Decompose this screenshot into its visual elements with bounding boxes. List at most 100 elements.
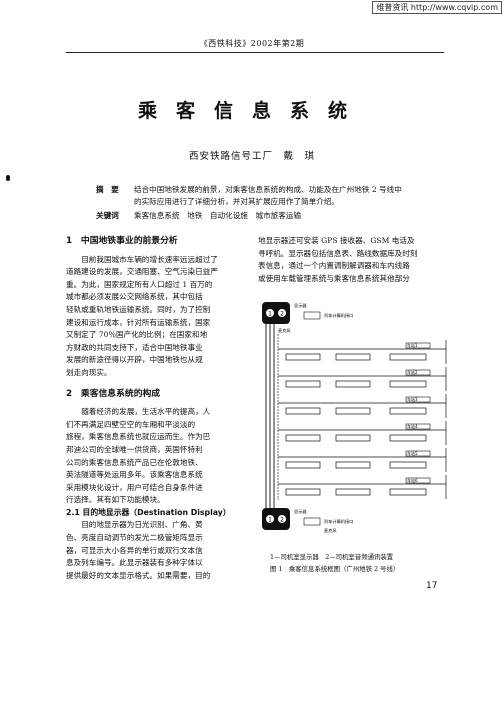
text-line: 城市都必须发展公交网络系统，其中包括: [66, 292, 203, 302]
station-node-box: [405, 450, 431, 457]
equipment-box: [285, 461, 321, 469]
unit-1-number: 1: [268, 311, 272, 318]
figure-caption: 1—司机室显示器 2—司机室音频通讯装置 图 1 乘客信息系统框图（广州地铁 2…: [270, 552, 450, 574]
equipment-box: [285, 488, 321, 496]
equipment-box: [389, 353, 427, 361]
equipment-box: [335, 353, 371, 361]
text-line: 又制定了 70％国产化的比例；在国家和地: [66, 330, 208, 340]
text-line: 目前我国城市车辆的增长速率远远超过了: [81, 254, 218, 264]
text-line: 道路建设的发展，交通阻塞、空气污染日益严: [66, 267, 218, 277]
station-row: 车站6: [278, 475, 447, 499]
equipment-box: [389, 461, 427, 469]
abstract: 摘 要 结合中国地铁发展的前景，对乘客信息系统的构成、功能及在广州地铁 2 号线…: [96, 184, 446, 222]
header-rule: [66, 52, 444, 53]
watermark-label: 维普资讯 http://www.cqvip.com: [372, 1, 502, 14]
station-label: 车站5: [407, 450, 418, 456]
text-line: 划走向现实。: [66, 367, 112, 377]
abstract-line: 结合中国地铁发展的前景，对乘客信息系统的构成、功能及在广州地铁 2 号线中: [134, 185, 402, 194]
mic-label-bottom: 麦克风: [324, 527, 337, 534]
station-node-box: [405, 423, 431, 430]
text-line: 寻呼机。显示器包括信息表、路线数据库及时刻: [258, 248, 418, 258]
text-line: 地显示器还可安装 GPS 接收器、GSM 电话及: [258, 236, 415, 245]
station-node-box: [405, 396, 431, 403]
equipment-box: [285, 434, 321, 442]
text-line: 英法隧道等处运用多年。该乘客信息系统: [66, 470, 203, 480]
station-label: 车站2: [407, 369, 418, 375]
display-label-top: 显示器: [294, 303, 307, 309]
unit-2-marker: [278, 309, 286, 317]
equipment-box: [389, 380, 427, 388]
equipment-box: [335, 380, 371, 388]
station-node-box: [405, 477, 431, 484]
abstract-line: 的实际应用进行了详细分析，并对其扩展应用作了简单介绍。: [134, 197, 340, 206]
station-label: 车站3: [407, 396, 418, 402]
text-line: 色、亮度自动调节的发光二极管矩阵显示: [66, 533, 203, 543]
equipment-box: [285, 380, 321, 388]
station-label: 车站6: [407, 477, 418, 483]
unit-2-number: 2: [280, 311, 284, 318]
text-line: 公司的乘客信息系统产品已在伦敦地铁、: [66, 457, 203, 467]
display-label-bottom: 显示器: [294, 509, 307, 515]
text-line: 建设和运行成本，针对所有运输系统，国家: [66, 317, 211, 327]
text-line: 轻轨或重轨地铁运输系统。同时，为了控制: [66, 304, 211, 314]
equipment-box: [335, 488, 371, 496]
text-line: 表信息，通过一个内置调制解调器和车内线路: [258, 261, 410, 271]
caption-legend: 1—司机室显示器 2—司机室音频通讯装置: [270, 553, 394, 561]
unit-2-number: 2: [280, 517, 284, 524]
left-column: 1 中国地铁事业的前景分析 目前我国城市车辆的增长速率远远超过了 道路建设的发展…: [66, 235, 248, 582]
text-line: 行选择。其有如下功能模块。: [66, 495, 165, 505]
iface-label-bottom: 列车计算机接口: [324, 518, 353, 525]
station-label: 车站1: [407, 342, 418, 348]
station-row: 车站5: [278, 448, 447, 472]
cab-display-box: [262, 508, 290, 530]
text-line: 采用模块化设计，用户可结合自身条件进: [66, 482, 203, 492]
station-row: 车站2: [278, 367, 447, 391]
unit-1-number: 1: [268, 517, 272, 524]
section1-paragraph: 目前我国城市车辆的增长速率远远超过了 道路建设的发展，交通阻塞、空气污染日益严 …: [66, 254, 248, 380]
section2-paragraph: 随着经济的发展，生活水平的提高，人 们不再满足四壁空空的车厢和平淡淡的 旅程，乘…: [66, 406, 248, 507]
station-row: 车站3: [278, 394, 447, 418]
iface-box-bottom: [303, 517, 321, 526]
keywords-label: 关键词: [96, 211, 119, 220]
cab-unit-top: 1 2 显示器 列车计算机接口 麦克风: [262, 302, 353, 334]
equipment-box: [285, 353, 321, 361]
journal-header: 《西铁科技》2002年第2期: [199, 39, 305, 48]
unit-1-marker: [266, 309, 274, 317]
right-column: 地显示器还可安装 GPS 接收器、GSM 电话及 寻呼机。显示器包括信息表、路线…: [258, 235, 446, 285]
iface-label-top: 列车计算机接口: [324, 312, 353, 319]
equipment-box: [335, 407, 371, 415]
section-heading: 2 乘客信息系统的构成: [66, 388, 161, 399]
subsection-paragraph: 目的地显示器为日光识别、广角、黄 色、亮度自动调节的发光二极管矩阵显示 器，可显…: [66, 519, 248, 582]
text-line: 或使用车载管理系统与乘客信息系统其他部分: [258, 273, 410, 283]
unit-2-marker: [278, 515, 286, 523]
author-line: 西安铁路信号工厂 戴 琪: [188, 151, 315, 162]
caption-title: 图 1 乘客信息系统框图（广州地铁 2 号线）: [270, 565, 400, 573]
text-line: 目的地显示器为日光识别、广角、黄: [81, 520, 203, 530]
pis-block-diagram: 1 2 显示器 列车计算机接口 麦克风 车站1 车站2 车站3 车站4 车站5 车站6 1…: [262, 302, 447, 534]
text-line: 们不再满足四壁空空的车厢和平淡淡的: [66, 419, 196, 429]
station-node-box: [405, 369, 431, 376]
station-node-box: [405, 342, 431, 349]
text-line: 旅程，乘客信息系统也就应运而生。作为巴: [66, 432, 211, 442]
station-label: 车站4: [407, 423, 418, 429]
article-title: 乘客信息系统: [137, 100, 366, 122]
unit-1-marker: [266, 515, 274, 523]
equipment-box: [389, 407, 427, 415]
text-line: 提供最好的文本显示格式。如果需要，目的: [66, 570, 211, 580]
abstract-label: 摘 要: [96, 185, 119, 194]
text-line: 重。为此，国家规定所有人口超过 1 百万的: [66, 279, 213, 289]
keywords-text: 乘客信息系统 地铁 自动化设施 城市旅客运输: [134, 211, 302, 220]
text-line: 器，可显示大小各异的单行或双行文本信: [66, 545, 203, 555]
equipment-box: [285, 407, 321, 415]
station-row: 车站4: [278, 421, 447, 445]
subsection-heading: 2.1 目的地显示器（Destination Display）: [66, 507, 231, 517]
text-line: 邦迪公司的全球唯一供货商，英国怀特利: [66, 444, 203, 454]
text-line: 息及列车编号。此显示器装有多种字体以: [66, 558, 203, 568]
text-line: 随着经济的发展，生活水平的提高，人: [81, 407, 211, 417]
cab-unit-bottom: 1 2 显示器 列车计算机接口 麦克风: [262, 508, 353, 534]
iface-box-top: [303, 311, 321, 320]
section-heading: 1 中国地铁事业的前景分析: [66, 236, 178, 246]
equipment-box: [389, 434, 427, 442]
text-line: 发展的新途径得以开辟，中国地铁也从规: [66, 355, 203, 365]
cab-display-box: [262, 302, 290, 324]
